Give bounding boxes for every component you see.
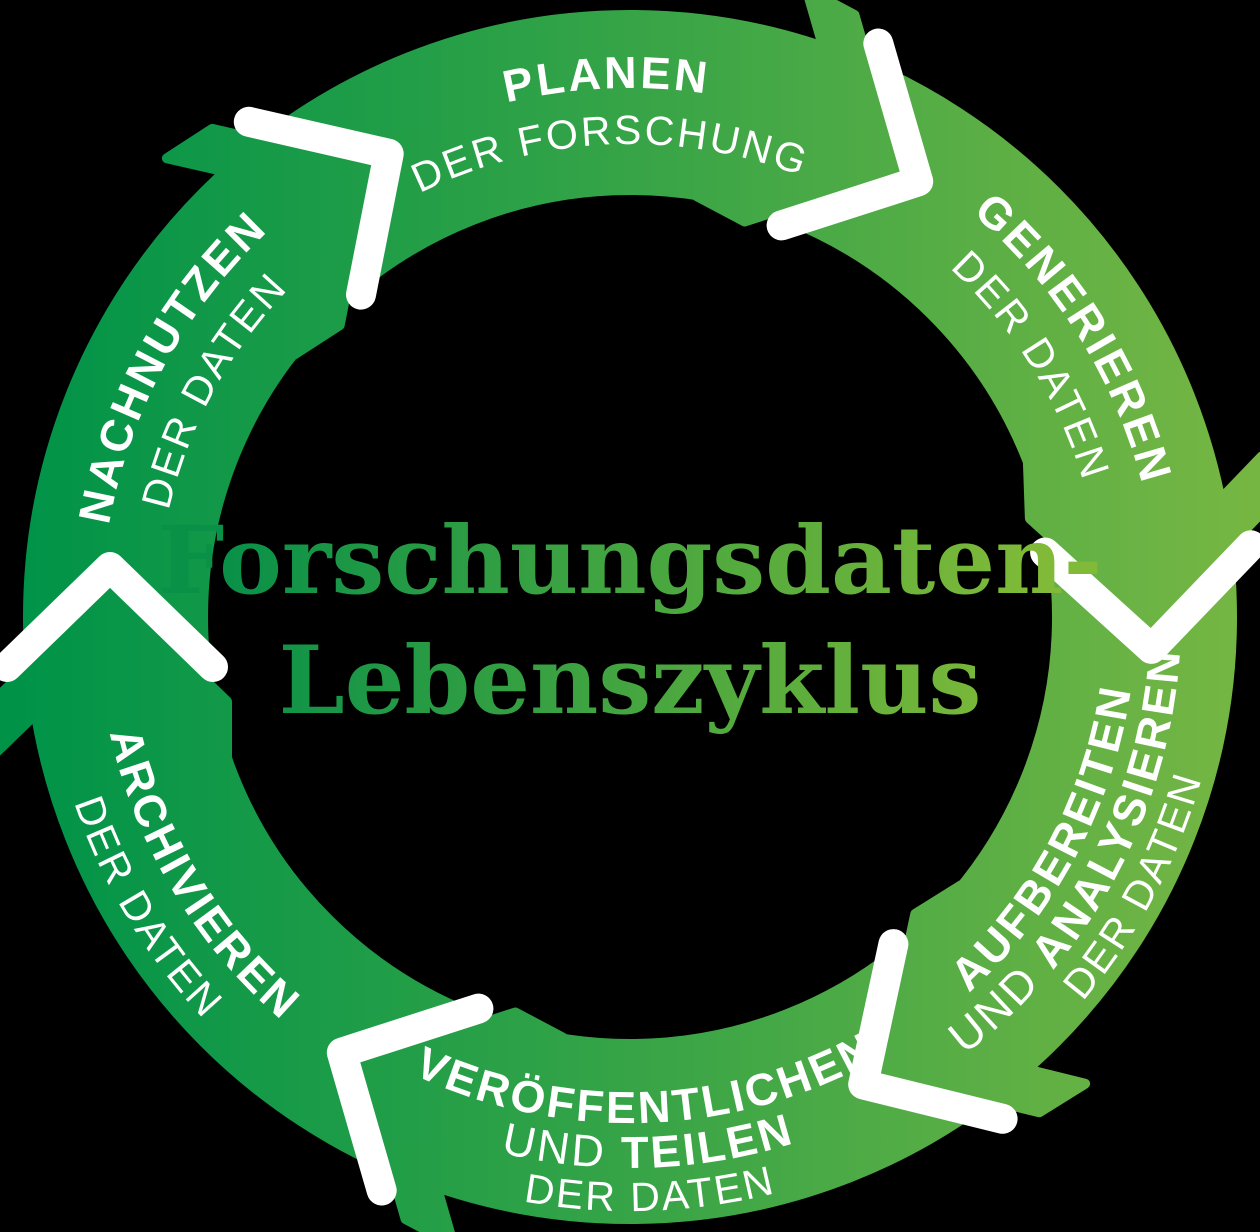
arrowhead-icon [0,583,232,761]
diagram-title-line1: Forschungsdaten- [158,506,1103,616]
junction-gap-chevron [326,993,494,1206]
arrowhead-icon [691,0,905,227]
arrowhead-icon [355,1007,569,1232]
junction-gap-chevron [0,552,228,682]
arrowhead-icon [1023,451,1260,633]
junction-gap-chevron [1030,530,1260,664]
diagram-title-line2: Lebenszyklus [279,626,982,736]
arrowhead-icon [161,123,377,360]
junction-gap-chevron [848,929,1018,1134]
junction-gap-chevron [233,106,404,310]
junction-gap-chevron [766,28,934,241]
arrowhead-icon [876,880,1091,1118]
